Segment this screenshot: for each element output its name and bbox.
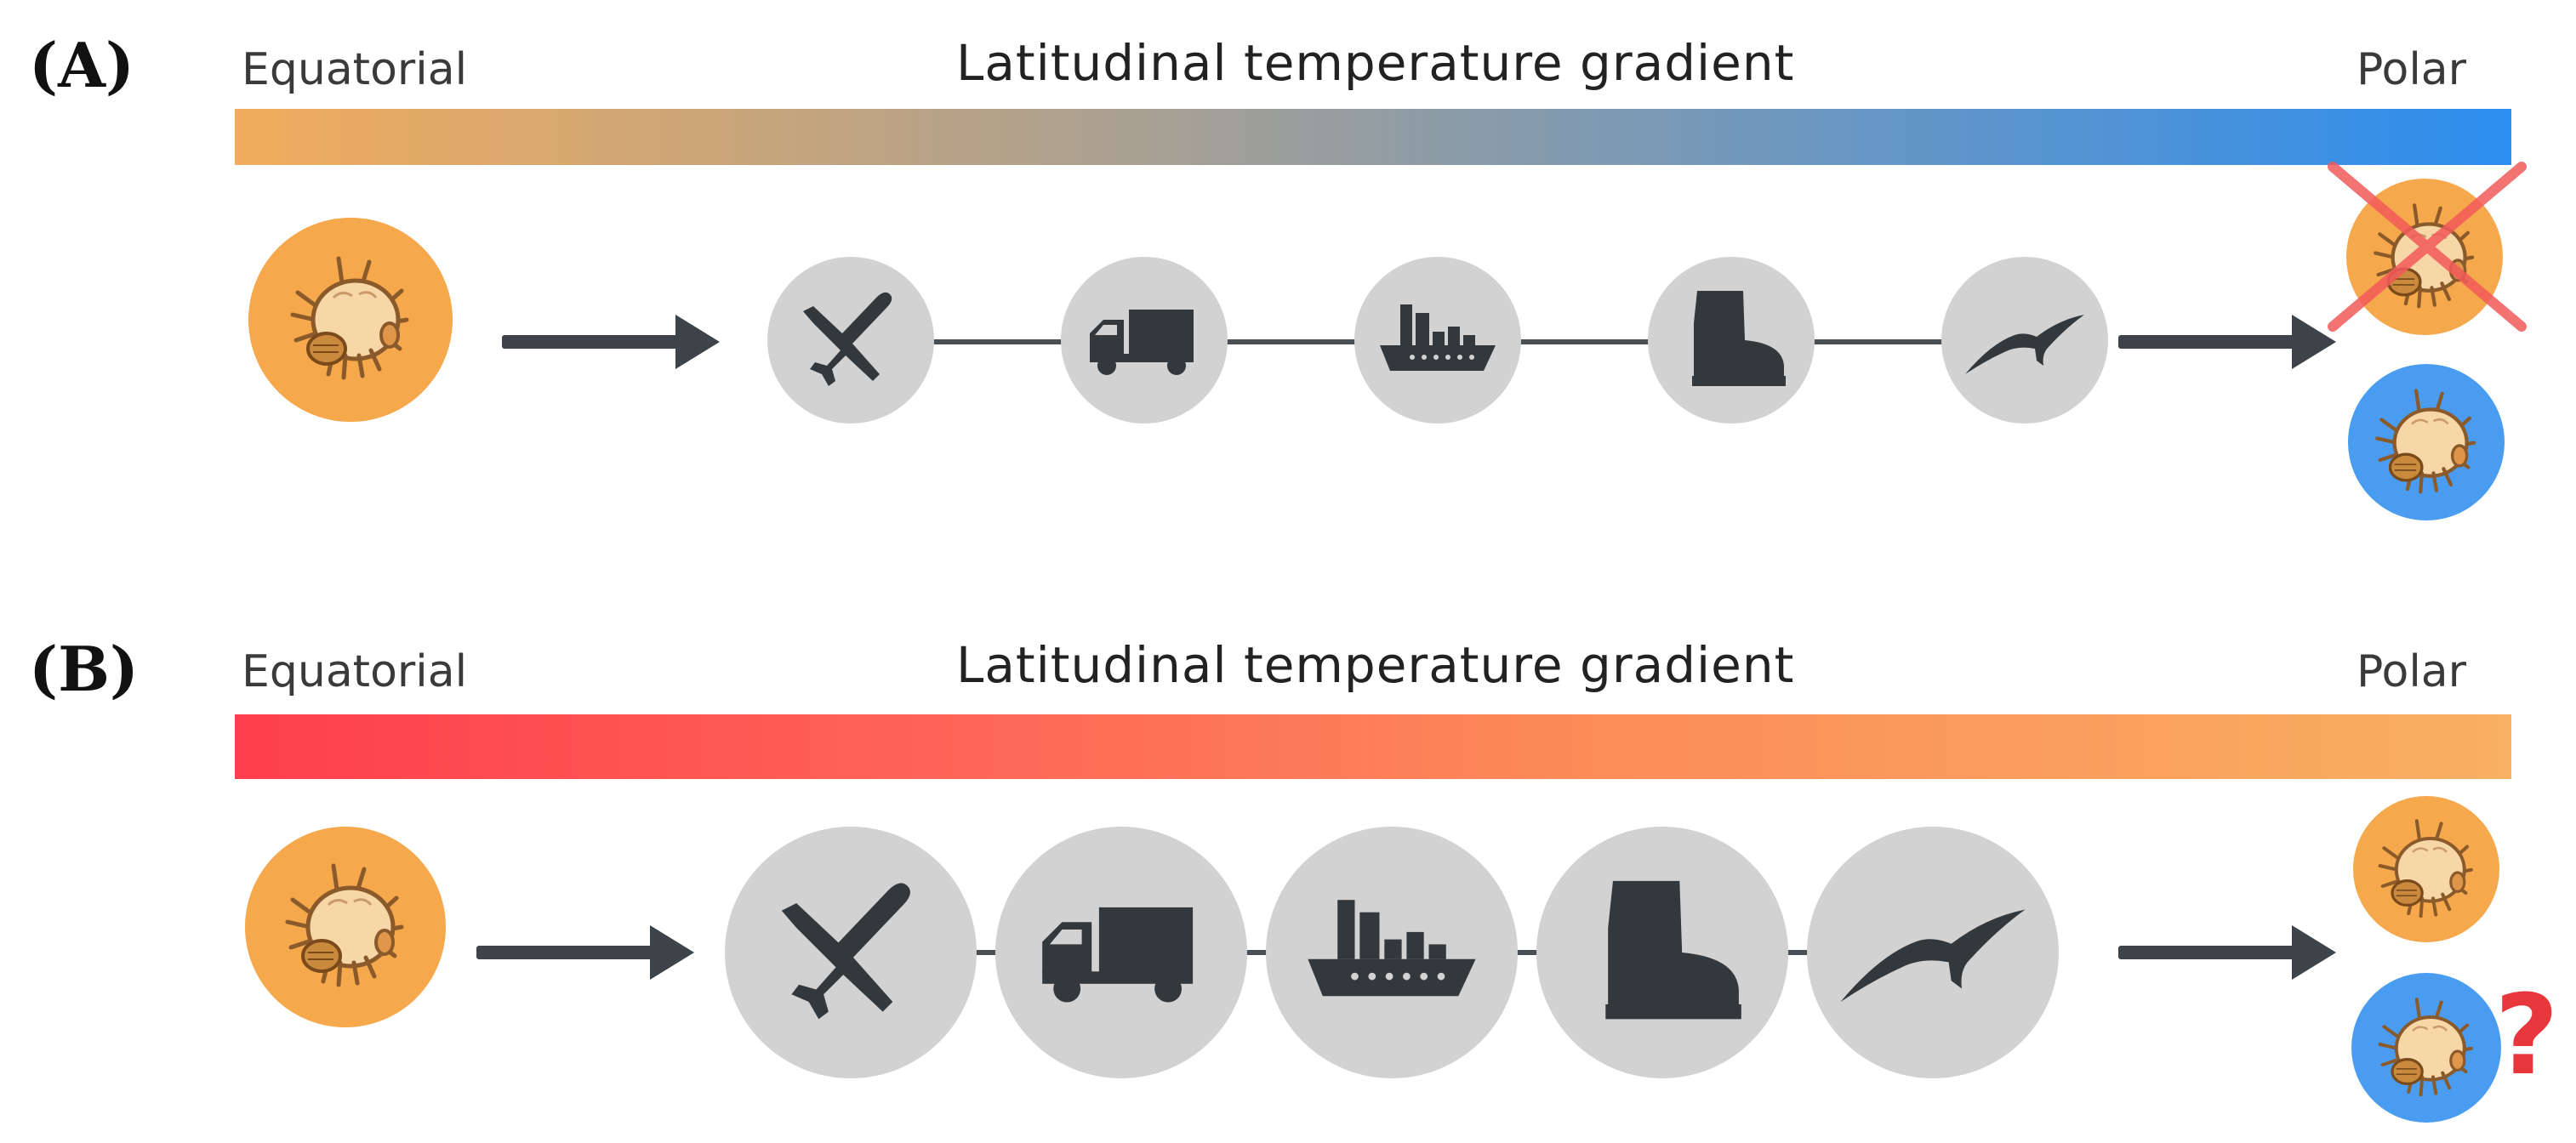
panel-a-outbound-arrow <box>2118 315 2336 369</box>
panel-a-equatorial-label: Equatorial <box>242 44 468 95</box>
panel-b-polar-label: Polar <box>2357 646 2467 697</box>
panel-b-equatorial-label: Equatorial <box>242 646 468 697</box>
panel-a-gradient-bar <box>235 109 2511 165</box>
panel-a-inbound-arrow <box>502 315 720 369</box>
panel-a-gradient-title: Latitudinal temperature gradient <box>956 34 1795 92</box>
panel-a-polar-label: Polar <box>2357 44 2467 95</box>
panel-b-label: (B) <box>29 633 139 705</box>
question-mark-icon: ? <box>2494 970 2558 1100</box>
panel-b-gradient-bar <box>235 714 2511 779</box>
panel-a-label: (A) <box>29 29 134 101</box>
panel-b-outbound-arrow <box>2118 925 2336 980</box>
panel-a-cross-icon <box>2328 162 2527 332</box>
panel-b-inbound-arrow <box>476 925 694 980</box>
panel-b-gradient-title: Latitudinal temperature gradient <box>956 636 1795 694</box>
